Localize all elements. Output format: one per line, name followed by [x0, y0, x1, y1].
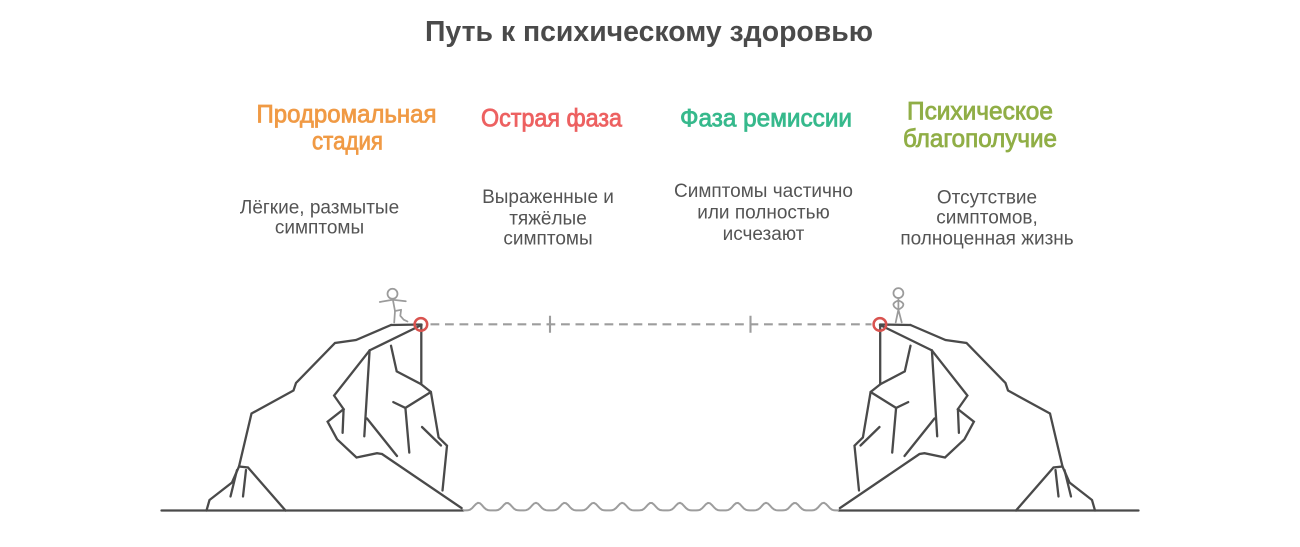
svg-text:Симптомы частично: Симптомы частично	[674, 181, 853, 202]
svg-text:или полностью: или полностью	[697, 203, 830, 224]
svg-text:исчезают: исчезают	[723, 224, 805, 245]
svg-text:симптомов,: симптомов,	[936, 208, 1038, 229]
svg-text:симптомы: симптомы	[275, 218, 364, 239]
svg-text:Продромальная: Продромальная	[257, 101, 437, 129]
svg-text:Лёгкие, размытые: Лёгкие, размытые	[240, 198, 399, 219]
svg-text:Психическое: Психическое	[907, 98, 1053, 126]
svg-text:Выраженные и: Выраженные и	[482, 187, 614, 208]
svg-text:Путь к психическому здоровью: Путь к психическому здоровью	[425, 16, 873, 48]
svg-text:благополучие: благополучие	[903, 125, 1057, 153]
svg-text:Фаза ремиссии: Фаза ремиссии	[680, 105, 852, 133]
svg-text:Острая фаза: Острая фаза	[481, 105, 622, 133]
svg-text:стадия: стадия	[312, 128, 383, 156]
svg-text:симптомы: симптомы	[503, 229, 592, 250]
svg-text:полноценная жизнь: полноценная жизнь	[900, 229, 1073, 250]
svg-text:Отсутствие: Отсутствие	[937, 188, 1037, 209]
svg-text:тяжёлые: тяжёлые	[509, 209, 587, 230]
